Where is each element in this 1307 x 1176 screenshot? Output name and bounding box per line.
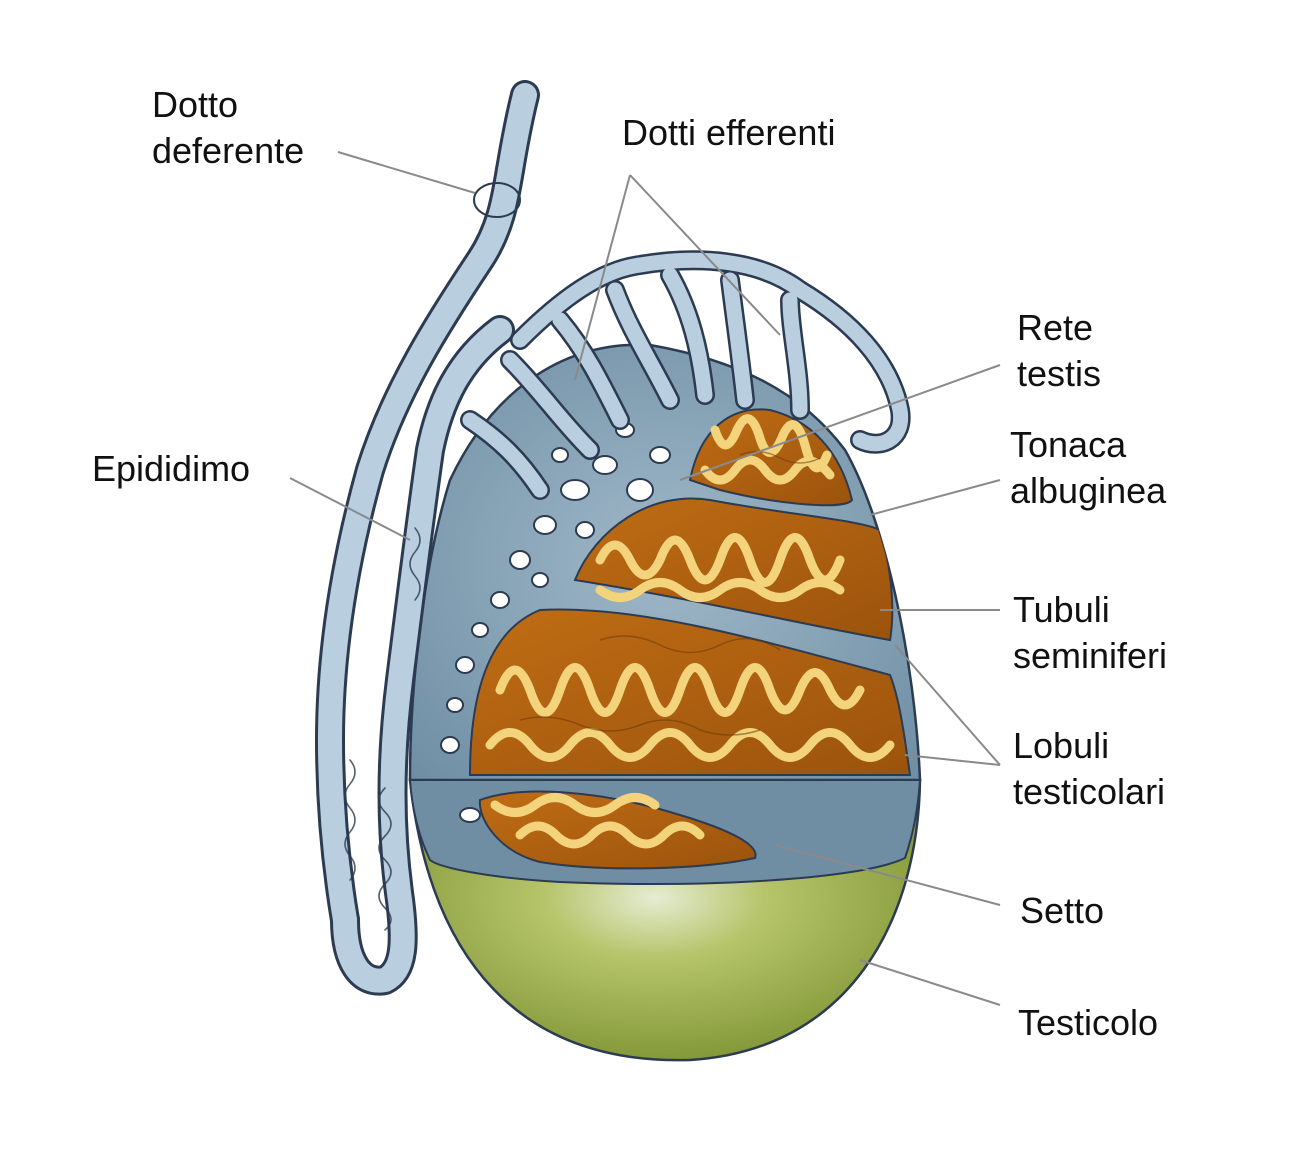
label-tubuli-seminiferi-line1: Tubuli bbox=[1013, 589, 1110, 630]
vas-deferens-ring bbox=[473, 182, 521, 218]
label-rete-testis-line2: testis bbox=[1017, 353, 1102, 394]
label-tonaca-albuginea: Tonaca albuginea bbox=[1010, 422, 1166, 514]
leader-lines bbox=[289, 151, 1001, 1006]
seminiferous-tubules bbox=[485, 414, 895, 849]
label-dotto-deferente-line2: deferente bbox=[152, 130, 305, 171]
label-lobuli-testicolari-line2: testicolari bbox=[1013, 771, 1166, 812]
label-rete-testis-line1: Rete bbox=[1017, 307, 1094, 348]
epididymis bbox=[315, 80, 540, 996]
label-tubuli-seminiferi-line2: seminiferi bbox=[1013, 635, 1168, 676]
label-setto: Setto bbox=[1020, 888, 1104, 934]
rete-testis bbox=[440, 422, 671, 823]
label-dotto-deferente-line1: Dotto bbox=[152, 84, 239, 125]
label-lobuli-testicolari: Lobuli testicolari bbox=[1013, 723, 1165, 815]
label-testicolo: Testicolo bbox=[1018, 1000, 1158, 1046]
label-dotti-efferenti: Dotti efferenti bbox=[622, 110, 835, 156]
label-epididimo-line1: Epididimo bbox=[92, 448, 251, 489]
label-rete-testis: Rete testis bbox=[1017, 305, 1101, 397]
label-dotti-efferenti-line1: Dotti efferenti bbox=[622, 112, 836, 153]
label-lobuli-testicolari-line1: Lobuli bbox=[1013, 725, 1110, 766]
label-tonaca-albuginea-line2: albuginea bbox=[1010, 470, 1167, 511]
label-dotto-deferente: Dotto deferente bbox=[152, 82, 304, 174]
label-tonaca-albuginea-line1: Tonaca bbox=[1010, 424, 1127, 465]
label-testicolo-line1: Testicolo bbox=[1018, 1002, 1159, 1043]
label-tubuli-seminiferi: Tubuli seminiferi bbox=[1013, 587, 1167, 679]
label-epididimo: Epididimo bbox=[92, 446, 250, 492]
label-setto-line1: Setto bbox=[1020, 890, 1105, 931]
efferent-ducts bbox=[460, 250, 911, 500]
